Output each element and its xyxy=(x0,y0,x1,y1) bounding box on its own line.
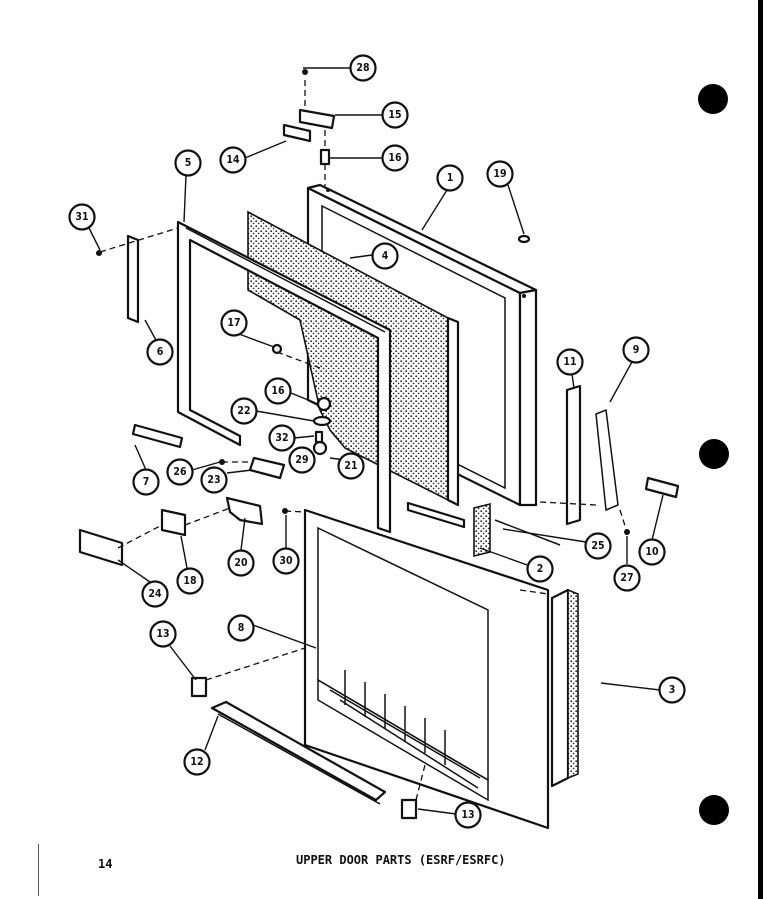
scan-edge xyxy=(758,0,763,899)
svg-text:16: 16 xyxy=(388,152,402,164)
svg-text:6: 6 xyxy=(157,346,164,358)
callout-labels: 28 15 14 16 1 19 5 31 4 17 6 11 9 16 22 … xyxy=(68,54,686,829)
callout-20: 20 xyxy=(227,549,255,577)
callout-24: 24 xyxy=(141,580,169,608)
binder-hole-top xyxy=(698,84,728,114)
door-front-panel xyxy=(303,508,550,830)
callout-13-upper: 13 xyxy=(149,620,177,648)
svg-text:32: 32 xyxy=(275,432,288,444)
callout-2: 2 xyxy=(526,555,554,583)
svg-text:28: 28 xyxy=(356,62,369,74)
svg-text:25: 25 xyxy=(591,540,604,552)
svg-text:2: 2 xyxy=(537,563,544,575)
svg-text:26: 26 xyxy=(173,466,187,478)
callout-5: 5 xyxy=(174,149,202,177)
callout-3: 3 xyxy=(658,676,686,704)
callout-16-lower: 16 xyxy=(264,377,292,405)
svg-text:11: 11 xyxy=(563,356,576,368)
inner-liner-frame xyxy=(176,220,392,534)
diagram-caption: UPPER DOOR PARTS (ESRF/ESRFC) xyxy=(296,853,506,867)
svg-text:22: 22 xyxy=(237,405,250,417)
svg-text:8: 8 xyxy=(238,622,245,634)
svg-text:30: 30 xyxy=(279,555,293,567)
callout-9: 9 xyxy=(622,336,650,364)
svg-text:13: 13 xyxy=(461,809,474,821)
callout-29: 29 xyxy=(288,446,316,474)
callout-31: 31 xyxy=(68,203,96,231)
side-trim xyxy=(550,588,579,788)
svg-text:3: 3 xyxy=(669,684,676,696)
gasket-pieces xyxy=(406,501,561,558)
svg-text:18: 18 xyxy=(183,575,196,587)
svg-text:31: 31 xyxy=(75,211,88,223)
callout-1: 1 xyxy=(436,164,464,192)
svg-text:16: 16 xyxy=(271,385,285,397)
assembly-lines xyxy=(99,80,628,801)
binder-hole-bottom xyxy=(699,795,729,825)
callout-11: 11 xyxy=(556,348,584,376)
handle-assembly xyxy=(565,384,680,526)
callout-28: 28 xyxy=(349,54,377,82)
callout-27: 27 xyxy=(613,564,641,592)
svg-text:27: 27 xyxy=(620,572,633,584)
svg-text:23: 23 xyxy=(207,474,220,486)
lower-hinge-hardware xyxy=(78,250,630,567)
callout-17: 17 xyxy=(220,309,248,337)
callout-26: 26 xyxy=(166,458,194,486)
callout-13-lower: 13 xyxy=(454,801,482,829)
svg-text:9: 9 xyxy=(633,344,640,356)
left-strip xyxy=(126,234,140,324)
leader-lines xyxy=(88,67,664,815)
callout-23: 23 xyxy=(200,466,228,494)
svg-text:10: 10 xyxy=(645,546,659,558)
upper-hinge-hardware xyxy=(282,69,531,244)
svg-text:21: 21 xyxy=(344,460,357,472)
callout-22: 22 xyxy=(230,397,258,425)
callout-30: 30 xyxy=(272,547,300,575)
svg-text:5: 5 xyxy=(185,157,192,169)
svg-text:7: 7 xyxy=(143,476,150,488)
callout-4: 4 xyxy=(371,242,399,270)
callout-7: 7 xyxy=(132,468,160,496)
callout-10: 10 xyxy=(638,538,666,566)
page-number: 14 xyxy=(98,857,113,871)
binder-hole-middle xyxy=(699,439,729,469)
svg-text:14: 14 xyxy=(226,154,240,166)
svg-text:19: 19 xyxy=(493,168,506,180)
callout-6: 6 xyxy=(146,338,174,366)
callout-19: 19 xyxy=(486,160,514,188)
callout-14: 14 xyxy=(219,146,247,174)
svg-text:1: 1 xyxy=(447,172,454,184)
svg-text:29: 29 xyxy=(295,454,308,466)
callout-8: 8 xyxy=(227,614,255,642)
bottom-brackets xyxy=(190,676,418,820)
svg-text:12: 12 xyxy=(190,756,203,768)
callout-18: 18 xyxy=(176,567,204,595)
bottom-trim xyxy=(210,700,387,805)
callout-15: 15 xyxy=(381,101,409,129)
callout-25: 25 xyxy=(584,532,612,560)
svg-text:4: 4 xyxy=(382,250,389,262)
callout-32: 32 xyxy=(268,424,296,452)
callout-12: 12 xyxy=(183,748,211,776)
svg-text:20: 20 xyxy=(234,557,248,569)
callout-16-upper: 16 xyxy=(381,144,409,172)
svg-text:24: 24 xyxy=(148,588,162,600)
svg-text:15: 15 xyxy=(388,109,401,121)
callout-21: 21 xyxy=(337,452,365,480)
svg-text:17: 17 xyxy=(227,317,240,329)
svg-text:13: 13 xyxy=(156,628,169,640)
scan-mark xyxy=(38,844,39,896)
